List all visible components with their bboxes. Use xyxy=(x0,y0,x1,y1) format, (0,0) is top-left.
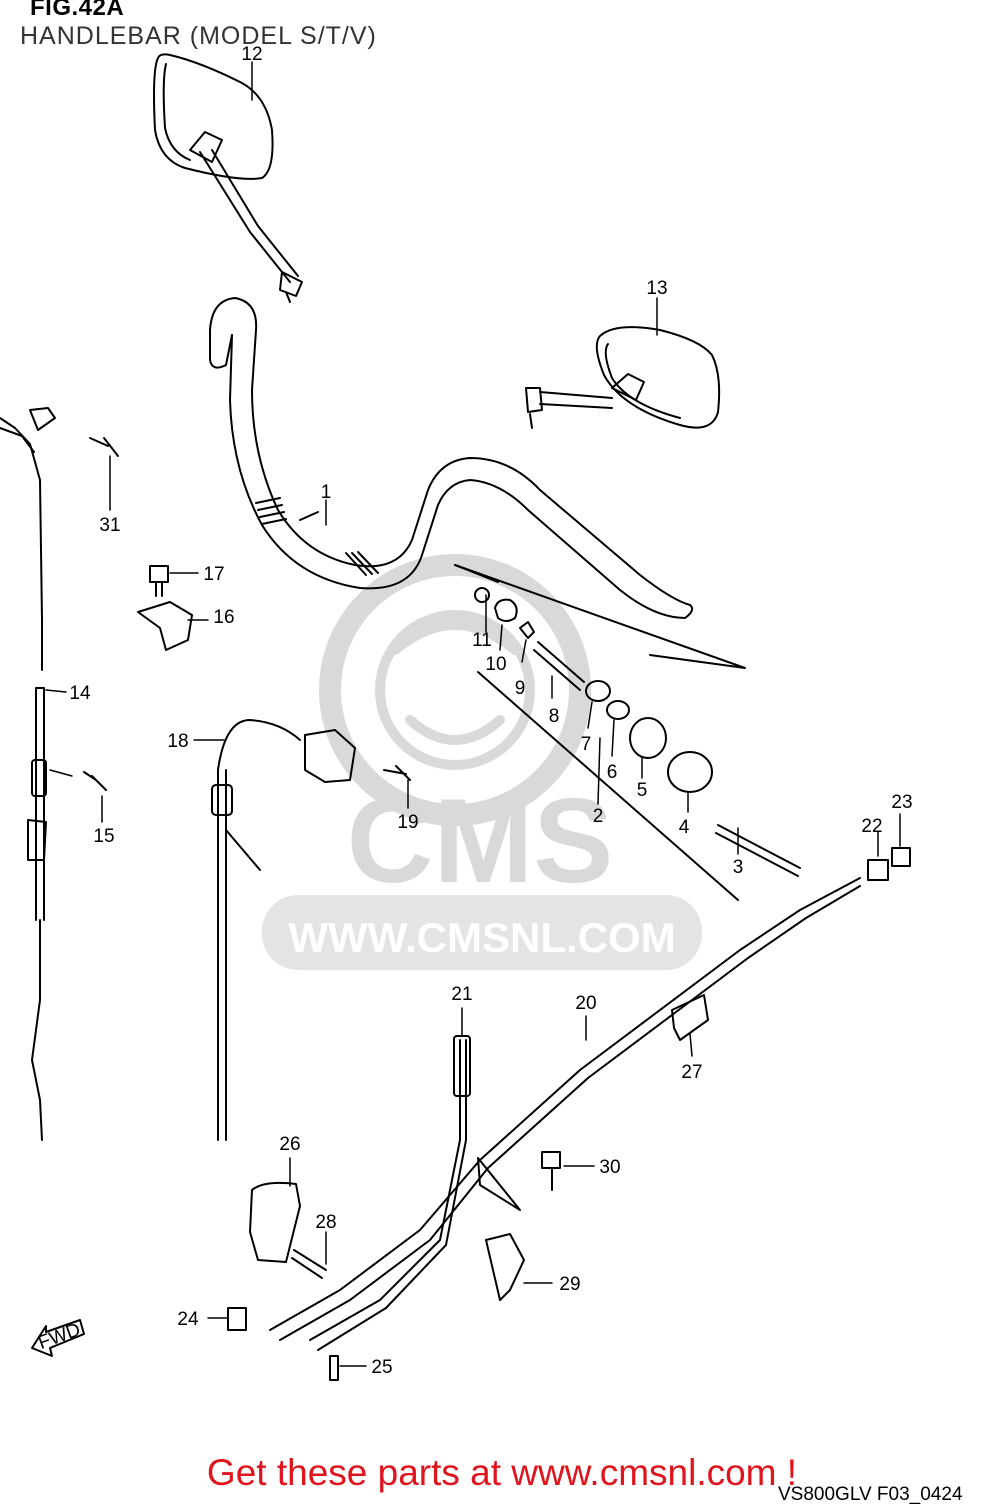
callout-8: 8 xyxy=(549,706,560,727)
callout-10: 10 xyxy=(485,654,506,675)
part-mirror-left xyxy=(153,53,303,303)
callout-16: 16 xyxy=(213,607,234,628)
callout-26: 26 xyxy=(279,1134,300,1155)
callout-1: 1 xyxy=(321,482,332,503)
callout-11: 11 xyxy=(472,630,492,651)
callout-14: 14 xyxy=(69,683,91,704)
part-screw-19 xyxy=(383,765,411,781)
part-pin-24 xyxy=(227,1307,247,1331)
callout-2: 2 xyxy=(593,806,604,827)
get-parts-link[interactable]: Get these parts at www.cmsnl.com ! xyxy=(206,1452,798,1493)
callout-labels: 1 2 3 4 5 6 7 8 9 10 11 12 13 14 15 16 1… xyxy=(69,44,912,1378)
leader-lines xyxy=(45,61,901,1367)
part-bolt-28 xyxy=(291,1249,327,1279)
callout-23: 23 xyxy=(891,792,912,813)
part-clip-25 xyxy=(329,1355,339,1381)
callout-24: 24 xyxy=(177,1309,199,1330)
callout-15: 15 xyxy=(93,826,114,847)
callout-19: 19 xyxy=(397,812,418,833)
callout-27: 27 xyxy=(681,1062,702,1083)
callout-18: 18 xyxy=(167,731,188,752)
callout-29: 29 xyxy=(559,1274,580,1295)
figure-subtitle: HANDLEBAR (MODEL S/T/V) xyxy=(20,22,377,50)
part-throttle-cable xyxy=(211,719,356,1141)
part-screw-17 xyxy=(149,565,169,597)
part-mirror-right xyxy=(525,326,721,429)
callout-3: 3 xyxy=(733,857,744,878)
callout-7: 7 xyxy=(581,734,592,755)
callout-22: 22 xyxy=(861,816,882,837)
fwd-arrow-icon: FWD xyxy=(31,1319,85,1357)
callout-17: 17 xyxy=(203,564,224,585)
watermark-url: WWW.CMSNL.COM xyxy=(288,914,675,961)
callout-25: 25 xyxy=(371,1357,392,1378)
callout-20: 20 xyxy=(575,993,596,1014)
callout-12: 12 xyxy=(241,44,262,65)
part-clutch-cable xyxy=(0,407,56,1141)
callout-4: 4 xyxy=(679,817,690,838)
callout-13: 13 xyxy=(646,278,667,299)
part-balancer-assembly xyxy=(454,564,801,901)
callout-31: 31 xyxy=(99,515,120,536)
part-front-brake-cables xyxy=(269,877,861,1351)
part-handlebar xyxy=(209,297,694,619)
callout-30: 30 xyxy=(599,1157,620,1178)
part-nut-22-23 xyxy=(867,847,911,881)
part-cover-26 xyxy=(249,1181,301,1263)
diagram-code: VS800GLV F03_0424 xyxy=(778,1484,963,1505)
part-bracket-29 xyxy=(477,1157,525,1301)
part-screw-31 xyxy=(89,437,119,457)
callout-5: 5 xyxy=(637,780,648,801)
callout-28: 28 xyxy=(315,1212,336,1233)
callout-21: 21 xyxy=(451,984,472,1005)
fwd-label: FWD xyxy=(36,1319,84,1354)
watermark: CMS WWW.CMSNL.COM xyxy=(262,554,702,970)
watermark-brand: CMS xyxy=(347,774,614,908)
part-bolt-30 xyxy=(541,1151,561,1191)
part-bracket-27 xyxy=(671,994,709,1041)
figure-title: FIG.42A xyxy=(30,0,125,21)
part-clamp-16 xyxy=(137,601,193,651)
callout-6: 6 xyxy=(607,762,618,783)
callout-9: 9 xyxy=(515,678,526,699)
part-screw-15 xyxy=(83,771,107,791)
